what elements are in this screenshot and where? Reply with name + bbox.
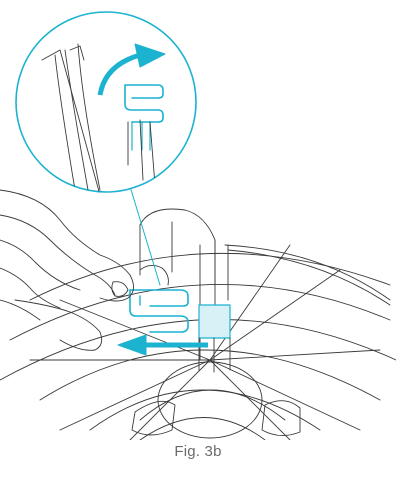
straight-arrow-icon	[118, 335, 208, 355]
detail-callout	[16, 12, 196, 195]
figure-caption: Fig. 3b	[0, 443, 396, 460]
illustration	[0, 0, 396, 440]
hand	[0, 190, 168, 350]
clip-attachment-illustration	[0, 0, 396, 440]
clip	[130, 290, 188, 332]
